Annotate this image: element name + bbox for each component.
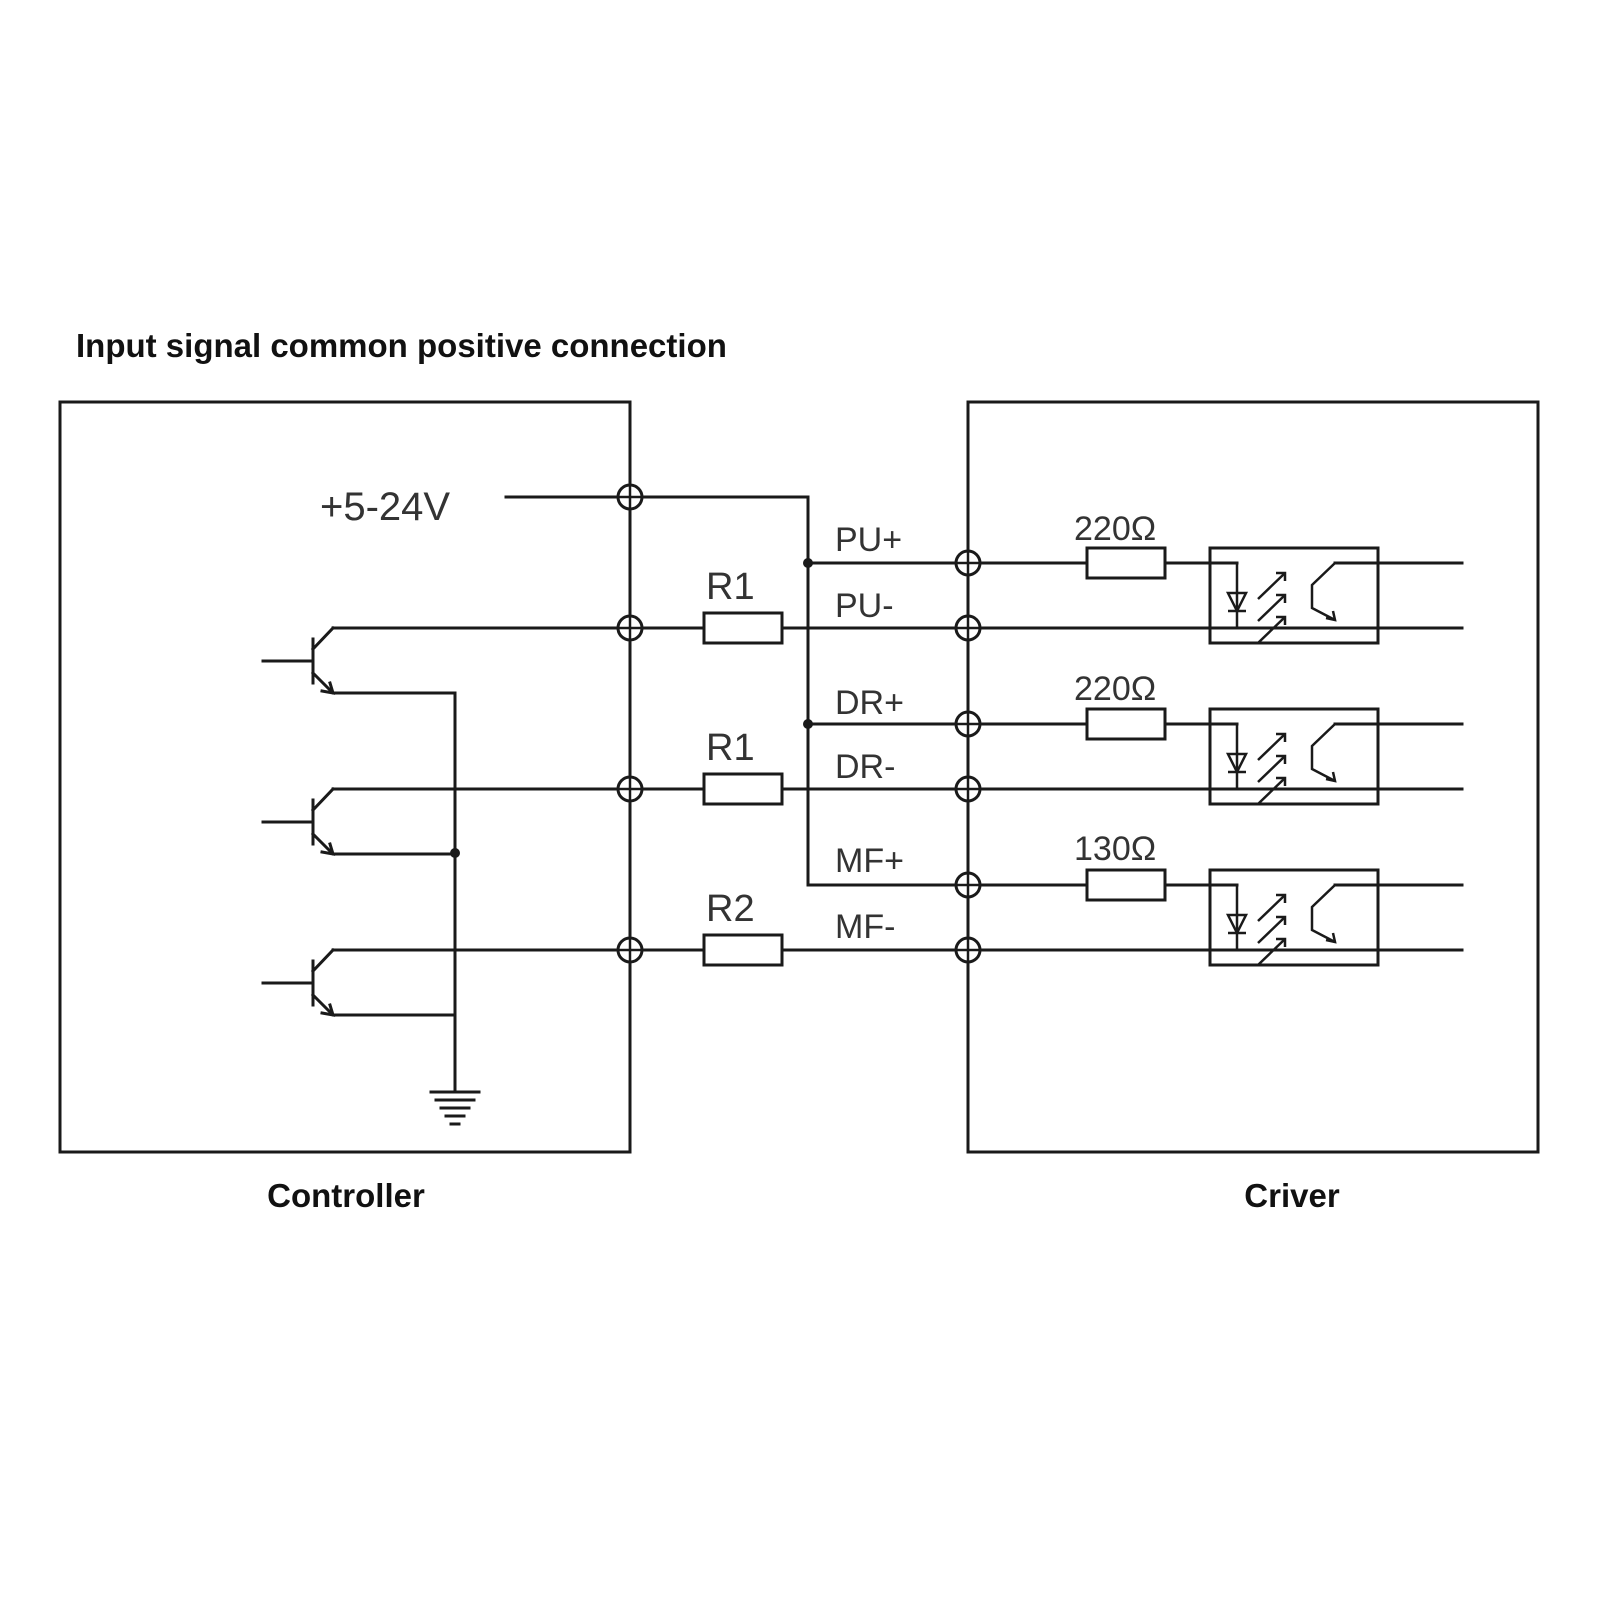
terminal-icon — [954, 710, 982, 738]
pin-minus-label: DR- — [835, 748, 895, 786]
terminal-icon — [616, 936, 644, 964]
driver-resistor — [1085, 707, 1167, 741]
series-resistor-label: R2 — [706, 888, 755, 930]
optocoupler-icon — [1208, 707, 1464, 806]
driver-resistor — [1085, 546, 1167, 580]
optocoupler-icon — [1208, 546, 1464, 645]
series-resistor-label: R1 — [706, 566, 755, 608]
signal-row: R2 MF+ MF- 130Ω — [261, 830, 1464, 1017]
pin-plus-label: MF+ — [835, 842, 904, 880]
terminal-icon — [616, 775, 644, 803]
series-resistor — [702, 772, 784, 806]
terminal-icon — [616, 614, 644, 642]
controller-label: Controller — [267, 1177, 425, 1214]
signal-row: R1 PU+ PU- 220Ω — [261, 510, 1464, 695]
ground-icon — [429, 1090, 481, 1126]
pin-minus-label: MF- — [835, 908, 895, 946]
pin-minus-label: PU- — [835, 587, 894, 625]
driver-resistor-label: 220Ω — [1074, 510, 1156, 548]
terminal-icon — [616, 483, 644, 511]
terminal-icon — [954, 775, 982, 803]
signal-row: R1 DR+ DR- 220Ω — [261, 670, 1464, 856]
pin-plus-label: PU+ — [835, 521, 902, 559]
diagram-title: Input signal common positive connection — [76, 327, 727, 364]
driver-resistor-label: 130Ω — [1074, 830, 1156, 868]
npn-transistor-icon — [261, 947, 457, 1017]
npn-transistor-icon — [261, 625, 457, 695]
supply-label: +5-24V — [320, 485, 450, 529]
driver-label: Criver — [1244, 1177, 1340, 1214]
series-resistor — [702, 611, 784, 645]
npn-transistor-icon — [261, 786, 457, 856]
pin-plus-label: DR+ — [835, 684, 904, 722]
terminal-icon — [954, 614, 982, 642]
ground-bus — [450, 691, 460, 1094]
optocoupler-icon — [1208, 868, 1464, 967]
supply-wire — [504, 495, 970, 887]
terminal-icon — [954, 549, 982, 577]
driver-box — [966, 400, 1540, 1154]
series-resistor — [702, 933, 784, 967]
driver-resistor — [1085, 868, 1167, 902]
terminal-icon — [954, 871, 982, 899]
series-resistor-label: R1 — [706, 727, 755, 769]
terminal-icon — [954, 936, 982, 964]
driver-resistor-label: 220Ω — [1074, 670, 1156, 708]
